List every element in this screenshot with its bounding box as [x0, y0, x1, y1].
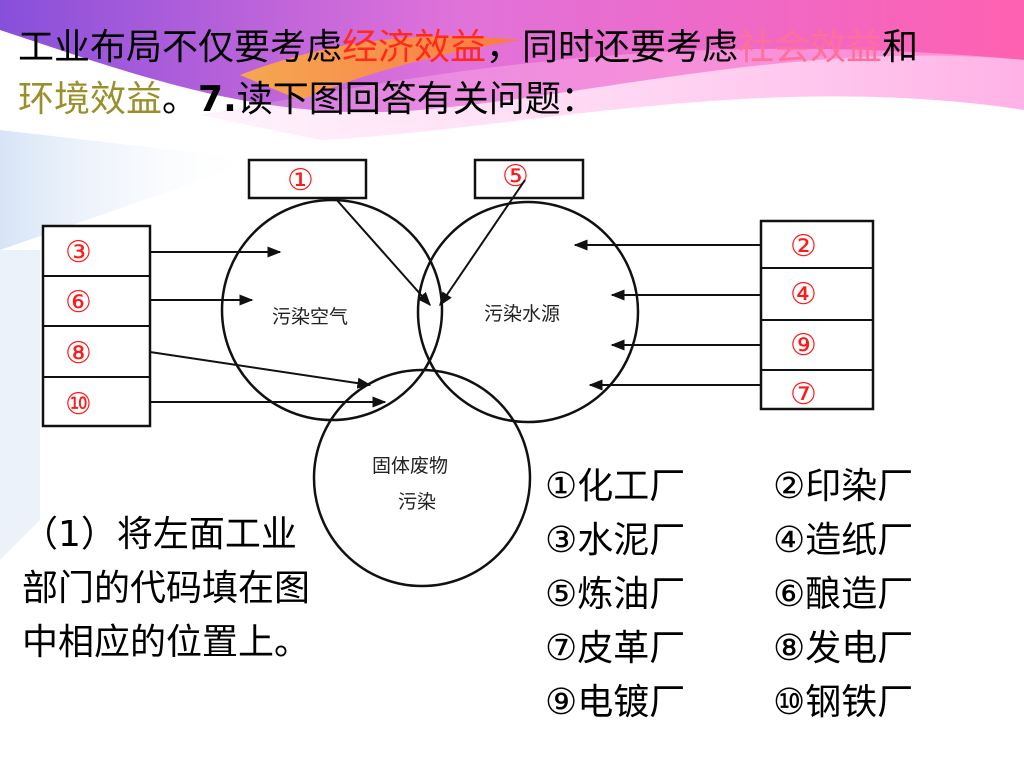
air-pollution-label: 污染空气: [272, 306, 348, 328]
legend-item: ①化工厂: [545, 466, 686, 507]
legend-item: ⑥酿造厂: [773, 574, 914, 615]
solid-waste-circle: [312, 368, 532, 588]
legend-item: ④造纸厂: [773, 520, 914, 561]
right-box-4-label: ④: [790, 277, 817, 312]
title-part: ，同时还要考虑: [486, 27, 739, 68]
legend-row: ①化工厂 ②印染厂: [545, 456, 1015, 510]
left-box-6-label: ⑥: [65, 285, 92, 320]
left-box-3-label: ③: [65, 235, 92, 270]
orange-swoosh: [240, 36, 520, 100]
left-box-10-label: ⑩: [65, 387, 92, 422]
title-environment-benefit: 环境效益: [18, 79, 163, 120]
title-social-benefit: 社会效益: [738, 27, 883, 68]
legend-row: ⑦皮革厂 ⑧发电厂: [545, 618, 1015, 672]
solid-waste-label-2: 污染: [398, 491, 436, 513]
top-box-1: [247, 158, 368, 200]
legend-row: ⑤炼油厂 ⑥酿造厂: [545, 564, 1015, 618]
legend-item: ⑧发电厂: [773, 628, 914, 669]
right-box-9-label: ⑨: [790, 328, 817, 363]
legend-item: ③水泥厂: [545, 520, 686, 561]
left-box-8-label: ⑧: [65, 336, 92, 371]
arrow-top-5: [439, 179, 526, 307]
title-part: 工业布局不仅要考虑: [18, 27, 343, 68]
legend-item: ②印染厂: [773, 466, 914, 507]
factory-legend: ①化工厂 ②印染厂 ③水泥厂 ④造纸厂 ⑤炼油厂 ⑥酿造厂 ⑦皮革厂 ⑧发电厂 …: [545, 456, 1015, 726]
right-box-2-label: ②: [790, 229, 817, 264]
legend-item: ⑩钢铁厂: [773, 682, 914, 723]
title-part: 。: [162, 79, 199, 120]
legend-item: ⑤炼油厂: [545, 574, 686, 615]
legend-item: ⑦皮革厂: [545, 628, 686, 669]
top-box-5-label: ⑤: [502, 159, 529, 194]
title-question-number: 7.: [198, 79, 237, 120]
legend-row: ③水泥厂 ④造纸厂: [545, 510, 1015, 564]
right-box-group: [759, 219, 875, 411]
water-pollution-circle: [416, 200, 640, 424]
left-fade: [0, 250, 40, 560]
title-part: 读下图回答有关问题：: [236, 79, 597, 120]
question-text: （1）将左面工业部门的代码填在图中相应的位置上。: [22, 514, 311, 663]
page-title: 工业布局不仅要考虑经济效益，同时还要考虑社会效益和环境效益。7.读下图回答有关问…: [18, 22, 1008, 126]
pink-swoosh: [200, 48, 1024, 140]
water-pollution-label: 污染水源: [484, 303, 560, 325]
top-box-1-label: ①: [287, 163, 314, 198]
purple-swoosh: [0, 0, 1024, 113]
right-box-7-label: ⑦: [790, 377, 817, 412]
arrow-left-8: [149, 351, 372, 389]
legend-item: ⑨电镀厂: [545, 682, 686, 723]
blue-swoosh: [0, 130, 260, 250]
title-part: 和: [882, 27, 919, 68]
solid-waste-label: 固体废物: [372, 455, 448, 477]
legend-row: ⑨电镀厂 ⑩钢铁厂: [545, 672, 1015, 726]
title-economic-benefit: 经济效益: [342, 27, 487, 68]
top-box-5: [473, 158, 585, 200]
arrow-top-1: [334, 197, 431, 307]
